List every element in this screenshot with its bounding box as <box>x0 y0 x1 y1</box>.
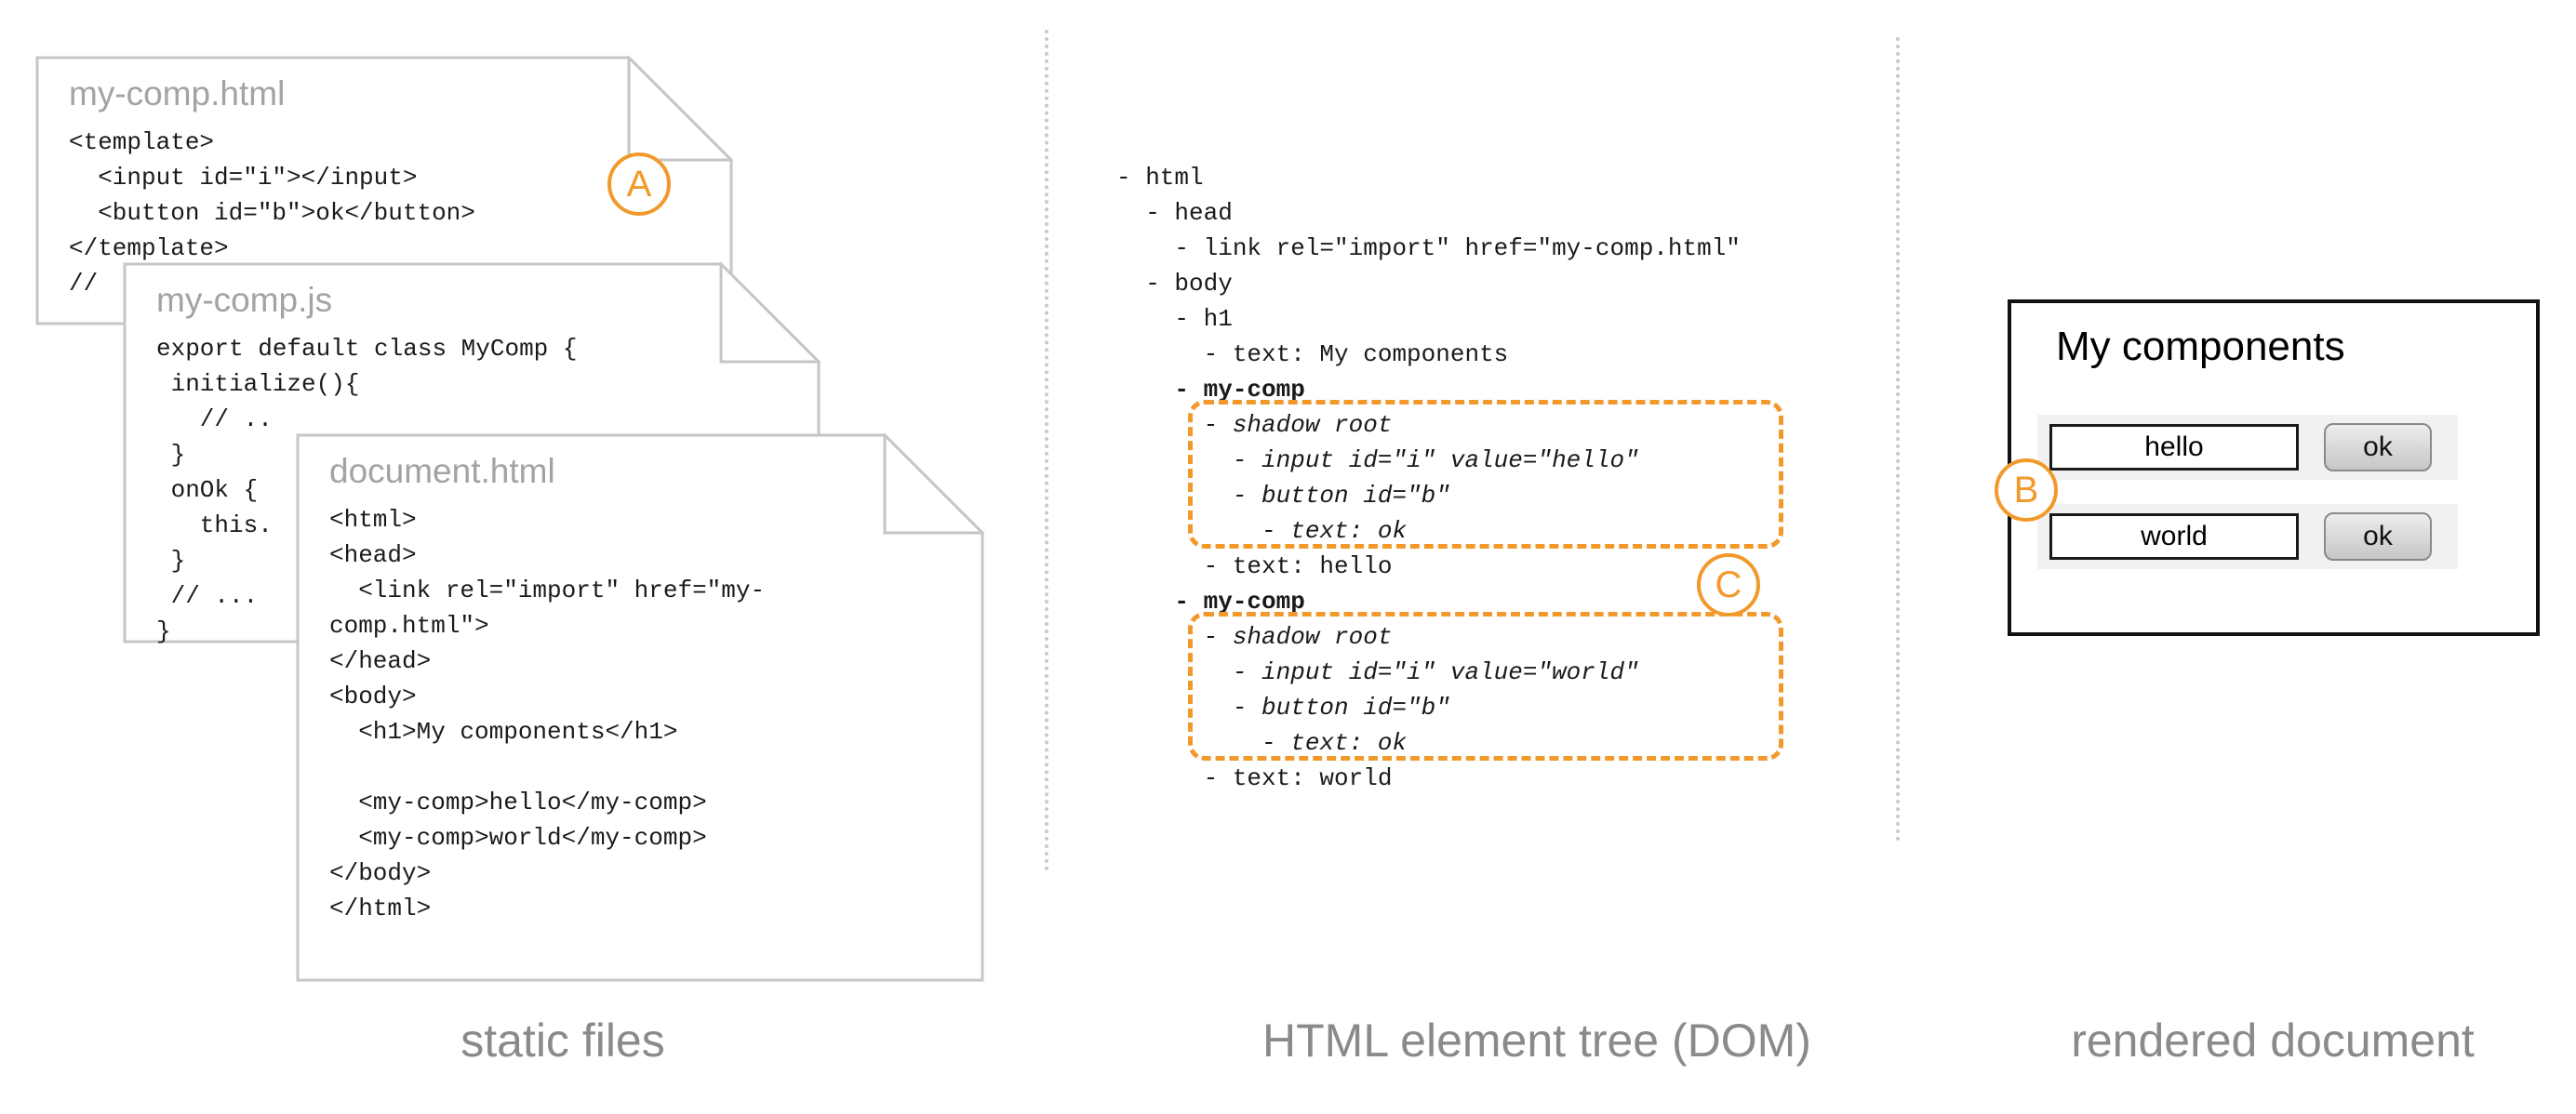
code-line: </template> <box>69 234 229 262</box>
page-fold-corner-icon <box>627 56 733 162</box>
badge-c: C <box>1697 553 1760 617</box>
code-line: // .. <box>156 405 273 433</box>
tree-line: - html <box>1116 164 1204 192</box>
section-divider <box>1045 30 1048 871</box>
tree-line: - text: ok <box>1116 729 1408 757</box>
tree-line: - button id="b" <box>1116 482 1450 510</box>
code-line: <input id="i"></input> <box>69 164 418 192</box>
rendered-document-panel: My components ok ok B <box>1995 299 2540 636</box>
tree-line: - text: hello <box>1116 552 1393 580</box>
code-line: </head> <box>329 647 432 675</box>
file-card-my-comp-html: my-comp.html <template> <input id="i"></… <box>35 56 733 325</box>
file-sheet <box>35 56 733 325</box>
file-content: my-comp.js export default class MyComp {… <box>156 281 796 649</box>
page-fold-corner-icon <box>719 262 821 364</box>
code-line: </body> <box>329 859 432 887</box>
rendered-heading: My components <box>2056 324 2345 369</box>
file-content: document.html <html> <head> <link rel="im… <box>329 452 960 926</box>
tree-line: - button id="b" <box>1116 694 1450 722</box>
text-input-hello[interactable] <box>2049 424 2299 471</box>
code-line: this. <box>156 511 273 539</box>
dom-tree: - html - head - link rel="import" href="… <box>1116 160 1889 796</box>
tree-line: - input id="i" value="world" <box>1116 658 1639 686</box>
dom-tree-section: - html - head - link rel="import" href="… <box>1116 160 1889 829</box>
ok-button[interactable]: ok <box>2324 512 2432 561</box>
code-line: <body> <box>329 683 417 710</box>
page-fold-corner-icon <box>883 433 984 535</box>
tree-line: - head <box>1116 199 1233 227</box>
file-content: my-comp.html <template> <input id="i"></… <box>69 74 709 301</box>
shadow-root-highlight-2 <box>1188 612 1783 761</box>
code-line: comp.html"> <box>329 612 489 640</box>
code-line: </html> <box>329 895 432 922</box>
tree-line: - my-comp <box>1116 376 1305 404</box>
ok-button[interactable]: ok <box>2324 423 2432 471</box>
code-line: onOk { <box>156 476 259 504</box>
badge-a: A <box>607 153 671 216</box>
code-line: } <box>156 617 171 645</box>
text-input-world[interactable] <box>2049 513 2299 560</box>
tree-line: - text: world <box>1116 764 1393 792</box>
shadow-root-highlight-1 <box>1188 400 1783 549</box>
section-divider <box>1896 37 1900 842</box>
code-line: initialize(){ <box>156 370 360 398</box>
file-outline <box>35 56 733 325</box>
code-line: // ... <box>156 582 259 610</box>
tree-line: - input id="i" value="hello" <box>1116 446 1639 474</box>
code-line: <html> <box>329 506 417 534</box>
tree-line: - shadow root <box>1116 623 1393 651</box>
tree-line: - link rel="import" href="my-comp.html" <box>1116 234 1741 262</box>
code-line: <link rel="import" href="my- <box>329 577 766 604</box>
caption-static-files: static files <box>460 1015 665 1067</box>
code-line: <my-comp>hello</my-comp> <box>329 789 707 816</box>
code-line: } <box>156 441 186 469</box>
code-line <box>329 749 960 785</box>
my-comp-instance-1: ok <box>2037 415 2458 480</box>
code-line: } <box>156 547 186 575</box>
code-line: export default class MyComp { <box>156 335 578 363</box>
file-card-document-html: document.html <html> <head> <link rel="im… <box>296 433 984 982</box>
file-name: my-comp.html <box>69 74 286 113</box>
file-sheet <box>296 433 984 982</box>
badge-b: B <box>1995 458 2058 522</box>
code-line: <h1>My components</h1> <box>329 718 678 746</box>
file-name: document.html <box>329 452 555 490</box>
code-line: // <box>69 270 99 298</box>
tree-line: - shadow root <box>1116 411 1393 439</box>
code-line: <button id="b">ok</button> <box>69 199 475 227</box>
tree-line: - body <box>1116 270 1233 298</box>
code-line: <template> <box>69 128 215 156</box>
file-code: export default class MyComp { initialize… <box>156 331 796 649</box>
code-line: <head> <box>329 541 417 569</box>
tree-line: - text: My components <box>1116 340 1509 368</box>
tree-line: - h1 <box>1116 305 1233 333</box>
file-code: <html> <head> <link rel="import" href="my… <box>329 502 960 926</box>
my-comp-instance-2: ok <box>2037 504 2458 569</box>
tree-line: - my-comp <box>1116 588 1305 616</box>
file-name: my-comp.js <box>156 281 333 319</box>
file-outline <box>296 433 984 982</box>
tree-line: - text: ok <box>1116 517 1408 545</box>
file-code: <template> <input id="i"></input> <butto… <box>69 125 709 301</box>
code-line: <my-comp>world</my-comp> <box>329 824 707 852</box>
caption-dom-tree: HTML element tree (DOM) <box>1262 1015 1811 1067</box>
caption-rendered-document: rendered document <box>2071 1015 2475 1067</box>
